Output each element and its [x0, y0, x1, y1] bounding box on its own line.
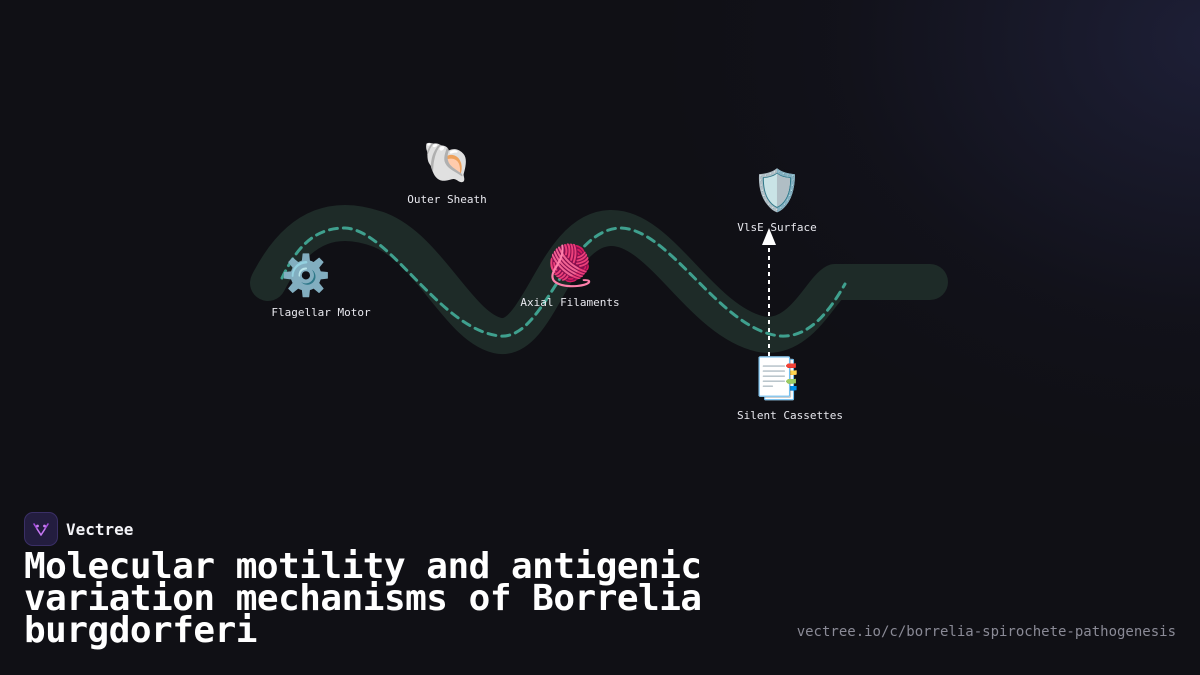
page-title: Molecular motility and antigenic variati…: [24, 546, 702, 651]
bookmark-tabs-icon: 📑: [752, 356, 802, 402]
brand-name: Vectree: [66, 519, 134, 539]
vectree-logo-icon: [24, 512, 58, 546]
shield-icon: 🛡️: [752, 168, 802, 214]
brand: Vectree: [24, 512, 133, 546]
node-vlse-surface: 🛡️ VlsE Surface: [737, 167, 816, 234]
spiral-dash-line: [280, 226, 847, 338]
spiral-track: [250, 204, 948, 354]
node-outer-sheath: 🐚 Outer Sheath: [407, 139, 486, 206]
cassette-to-vlse-arrowhead: [762, 228, 776, 245]
node-label: Outer Sheath: [407, 193, 487, 206]
node-label: Flagellar Motor: [271, 306, 371, 319]
gear-icon: ⚙️: [281, 253, 331, 299]
node-label: Silent Cassettes: [737, 409, 843, 422]
node-flagellar-motor: ⚙️ Flagellar Motor: [271, 252, 370, 319]
node-axial-filaments: 🧶 Axial Filaments: [520, 242, 619, 309]
node-label: Axial Filaments: [520, 296, 620, 309]
node-label: VlsE Surface: [737, 221, 817, 234]
node-silent-cassettes: 📑 Silent Cassettes: [737, 355, 843, 422]
yarn-ball-icon: 🧶: [545, 243, 595, 289]
source-url: vectree.io/c/borrelia-spirochete-pathoge…: [796, 624, 1176, 640]
spiral-shell-icon: 🐚: [422, 140, 472, 186]
